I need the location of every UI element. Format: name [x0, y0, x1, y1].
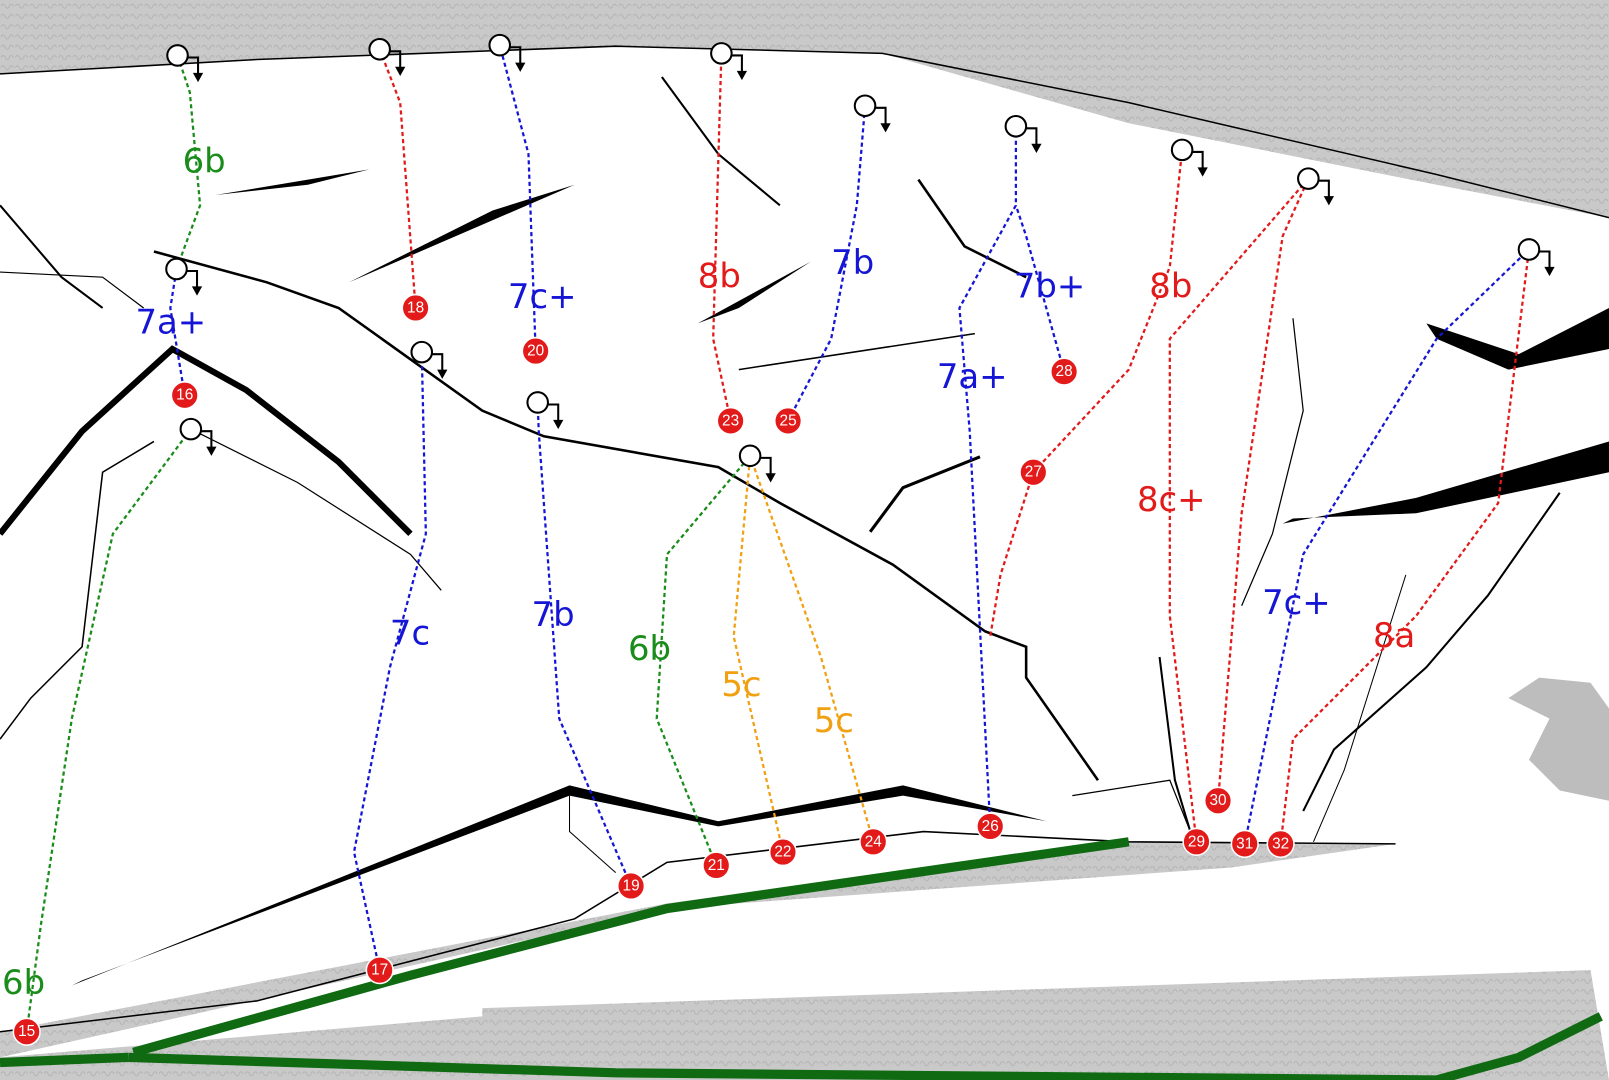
- bush: [1508, 677, 1609, 801]
- grade-label: 7b: [831, 243, 874, 282]
- route-line-green: [175, 55, 202, 270]
- route-number: 30: [1209, 792, 1226, 809]
- route-number-marker[interactable]: 26: [976, 812, 1005, 841]
- grade-label: 6b: [2, 963, 45, 1002]
- route-line-orange: [732, 455, 785, 853]
- lower-off-anchor-icon: [853, 94, 891, 133]
- route-number: 16: [176, 387, 193, 404]
- grade-label: 5c: [721, 665, 761, 704]
- route-line-red: [1032, 149, 1184, 474]
- route-number-marker[interactable]: 23: [716, 406, 745, 436]
- lower-off-anchor-icon: [738, 444, 776, 483]
- grade-label: 7b: [532, 595, 575, 634]
- route-line-blue: [498, 44, 537, 352]
- lower-off-anchor-icon: [526, 391, 564, 430]
- grade-label: 6b: [628, 629, 671, 668]
- lower-off-anchor-icon: [1517, 238, 1555, 277]
- route-number-marker[interactable]: 30: [1203, 786, 1233, 815]
- grade-label: 7a+: [937, 357, 1008, 396]
- lower-off-anchor-icon: [488, 33, 526, 72]
- route-number-marker[interactable]: 18: [401, 293, 430, 323]
- grade-label: 8b: [1149, 267, 1192, 306]
- lower-off-anchor-icon: [1004, 114, 1042, 153]
- approach-path: [0, 1052, 129, 1068]
- route-line-blue: [352, 352, 427, 971]
- route-number-marker[interactable]: 20: [521, 336, 550, 366]
- route-line-blue: [958, 126, 1018, 827]
- lower-off-anchor-icon: [179, 417, 217, 456]
- route-number-marker[interactable]: 28: [1050, 357, 1079, 386]
- rock-features: [0, 45, 1609, 1033]
- route-number: 24: [865, 833, 883, 850]
- route-line-green: [655, 455, 751, 866]
- route-number: 19: [623, 877, 640, 894]
- route-number: 18: [407, 299, 424, 316]
- lower-off-anchor-icon: [710, 42, 748, 81]
- route-line-red: [378, 48, 417, 309]
- route-number: 31: [1236, 835, 1253, 852]
- route-number-marker[interactable]: 15: [12, 1017, 41, 1046]
- upper-slope: [0, 0, 1609, 218]
- foot-slope: [0, 970, 1609, 1080]
- route-number-marker[interactable]: 27: [1019, 458, 1048, 487]
- grade-label: 6b: [183, 141, 226, 180]
- approach-path: [132, 837, 1130, 1057]
- route-number: 28: [1056, 363, 1073, 380]
- route-number: 21: [708, 857, 725, 874]
- route-line-orange: [749, 455, 875, 843]
- grade-label: 7b+: [1014, 267, 1085, 306]
- route-number: 25: [780, 412, 797, 429]
- route-number: 15: [18, 1023, 35, 1040]
- route-number: 29: [1188, 833, 1205, 850]
- grade-label: 7a+: [135, 303, 206, 342]
- route-number: 17: [371, 962, 388, 979]
- route-number-marker[interactable]: 19: [616, 871, 646, 901]
- grade-label: 5c: [814, 701, 854, 740]
- route-number-marker[interactable]: 32: [1266, 829, 1295, 858]
- grade-label: 7c: [390, 614, 430, 653]
- route-number-marker[interactable]: 21: [702, 851, 731, 880]
- route-number-marker[interactable]: 25: [773, 406, 803, 436]
- grade-label: 8c+: [1137, 480, 1206, 519]
- anchors: [165, 33, 1555, 483]
- grade-label: 7c+: [508, 277, 577, 316]
- lower-ground: [0, 841, 1396, 1058]
- lower-off-anchor-icon: [166, 44, 204, 83]
- route-line-blue: [1243, 248, 1530, 845]
- lower-off-anchor-icon: [1297, 167, 1334, 206]
- route-line-red: [1279, 249, 1531, 845]
- route-number: 22: [774, 844, 791, 861]
- route-line-blue: [536, 402, 633, 887]
- route-line-red: [712, 53, 732, 422]
- lower-off-anchor-icon: [1170, 138, 1208, 177]
- lower-off-anchor-icon: [410, 340, 448, 379]
- route-line-blue: [1014, 204, 1066, 372]
- route-number-marker[interactable]: 24: [859, 827, 888, 856]
- route-line-blue: [169, 268, 186, 396]
- route-numbers: 15 16 17 18 19 20 21 22 23 24 25 26 27 28 29 30 31 32: [12, 293, 1295, 1046]
- lower-off-anchor-icon: [165, 257, 203, 296]
- route-number-marker[interactable]: 22: [768, 837, 798, 867]
- route-number: 23: [722, 412, 739, 429]
- approach-path: [128, 1012, 1603, 1080]
- grade-label: 7c+: [1262, 583, 1331, 622]
- grade-label: 8a: [1373, 616, 1415, 655]
- routes: [25, 44, 1531, 1032]
- grade-label: 8b: [698, 256, 741, 295]
- route-number: 27: [1025, 464, 1042, 481]
- route-line-blue: [787, 105, 867, 422]
- route-number: 32: [1272, 835, 1289, 852]
- route-number: 20: [527, 343, 544, 360]
- route-number-marker[interactable]: 29: [1182, 827, 1211, 856]
- route-number: 26: [982, 818, 999, 835]
- lower-off-anchor-icon: [368, 37, 406, 76]
- route-line-red: [1216, 178, 1310, 801]
- route-line-red: [989, 471, 1035, 637]
- grade-labels: 6b 7a+ 6b 7c 7c+ 7b 6b 8b 7b 5c 5c 7a+ 7b+ 8b 8c+ 7c+ 8a: [2, 141, 1415, 1001]
- route-number-marker[interactable]: 17: [365, 956, 394, 985]
- route-number-marker[interactable]: 16: [170, 381, 199, 410]
- route-line-green: [25, 428, 192, 1032]
- route-number-marker[interactable]: 31: [1230, 829, 1259, 858]
